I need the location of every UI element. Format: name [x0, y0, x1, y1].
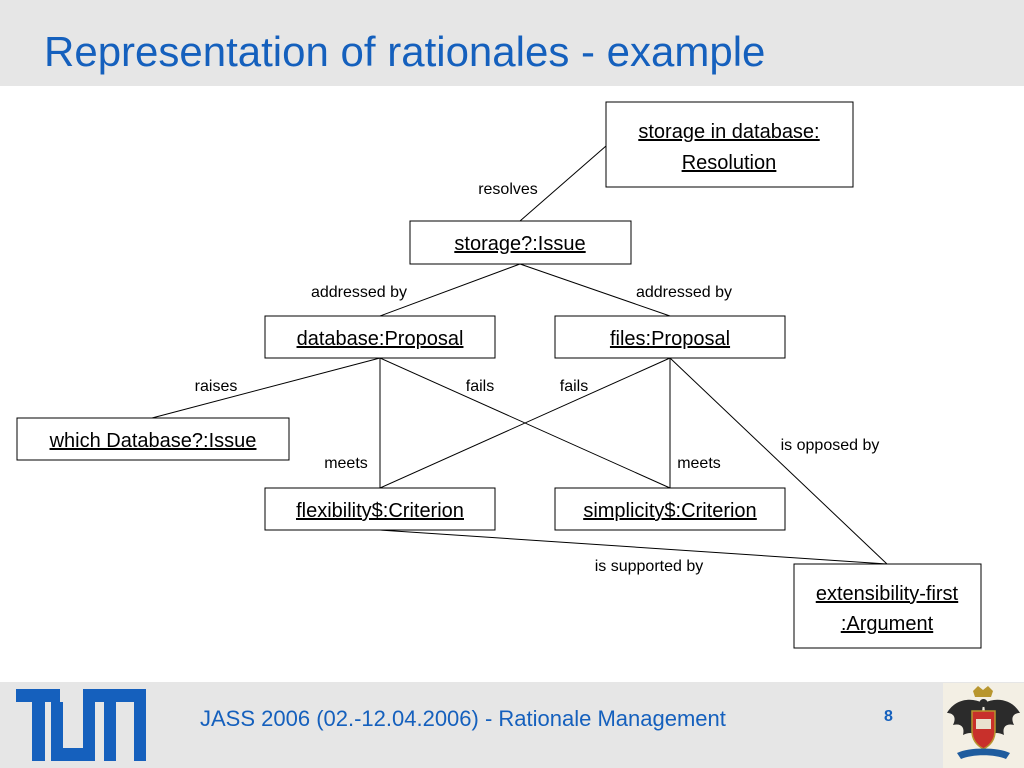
- node-proposal-database-label: database:Proposal: [297, 328, 464, 350]
- edge-is-supported-by: [379, 529, 888, 565]
- node-criterion-flexibility: flexibility$:Criterion: [264, 487, 496, 531]
- edge-label-is-supported-by: is supported by: [595, 558, 704, 575]
- title-band: [0, 0, 1024, 86]
- node-resolution-line1: storage in database:: [638, 121, 819, 143]
- node-proposal-files-label: files:Proposal: [610, 328, 730, 350]
- page-number: 8: [884, 708, 893, 725]
- tum-logo: [16, 689, 146, 761]
- node-issue-which-database: which Database?:Issue: [16, 417, 290, 461]
- slide-title: Representation of rationales - example: [44, 28, 766, 75]
- node-argument-extensibility-line1: extensibility-first: [816, 583, 959, 605]
- edge-labels: resolves addressed by addressed by raise…: [195, 181, 880, 575]
- edge-label-meets-left: meets: [324, 455, 368, 472]
- edge-label-fails-right: fails: [560, 378, 588, 395]
- node-issue-storage-label: storage?:Issue: [454, 233, 585, 255]
- edge-addressed-by-right: [519, 263, 671, 317]
- edge-resolves: [519, 145, 607, 222]
- node-proposal-database: database:Proposal: [264, 315, 496, 359]
- node-criterion-simplicity-label: simplicity$:Criterion: [583, 500, 756, 522]
- node-criterion-flexibility-label: flexibility$:Criterion: [296, 500, 464, 522]
- edge-label-addressed-by-left: addressed by: [311, 284, 407, 301]
- node-proposal-files: files:Proposal: [554, 315, 786, 359]
- edge-fails-right: [379, 357, 671, 489]
- edge-raises: [151, 357, 381, 419]
- node-criterion-simplicity: simplicity$:Criterion: [554, 487, 786, 531]
- edge-label-meets-right: meets: [677, 455, 721, 472]
- edge-label-addressed-by-right: addressed by: [636, 284, 732, 301]
- edge-addressed-by-left: [379, 263, 521, 317]
- footer-text: JASS 2006 (02.-12.04.2006) - Rationale M…: [200, 706, 726, 731]
- node-issue-storage: storage?:Issue: [409, 220, 632, 265]
- diagram-edges: [151, 145, 888, 565]
- edge-label-fails-left: fails: [466, 378, 494, 395]
- eagle-crest-icon: [943, 683, 1024, 768]
- footer-band: [0, 682, 1024, 768]
- node-argument-extensibility-line2: :Argument: [841, 613, 934, 635]
- edge-label-raises: raises: [195, 378, 238, 395]
- node-resolution: storage in database: Resolution: [605, 101, 854, 188]
- edge-label-is-opposed-by: is opposed by: [781, 437, 880, 454]
- node-issue-which-database-label: which Database?:Issue: [49, 430, 257, 452]
- diagram-nodes: storage in database: Resolution storage?…: [16, 101, 982, 649]
- node-argument-extensibility: extensibility-first :Argument: [793, 563, 982, 649]
- edge-label-resolves: resolves: [478, 181, 538, 198]
- node-resolution-line2: Resolution: [682, 152, 777, 174]
- edge-is-opposed-by: [669, 357, 888, 565]
